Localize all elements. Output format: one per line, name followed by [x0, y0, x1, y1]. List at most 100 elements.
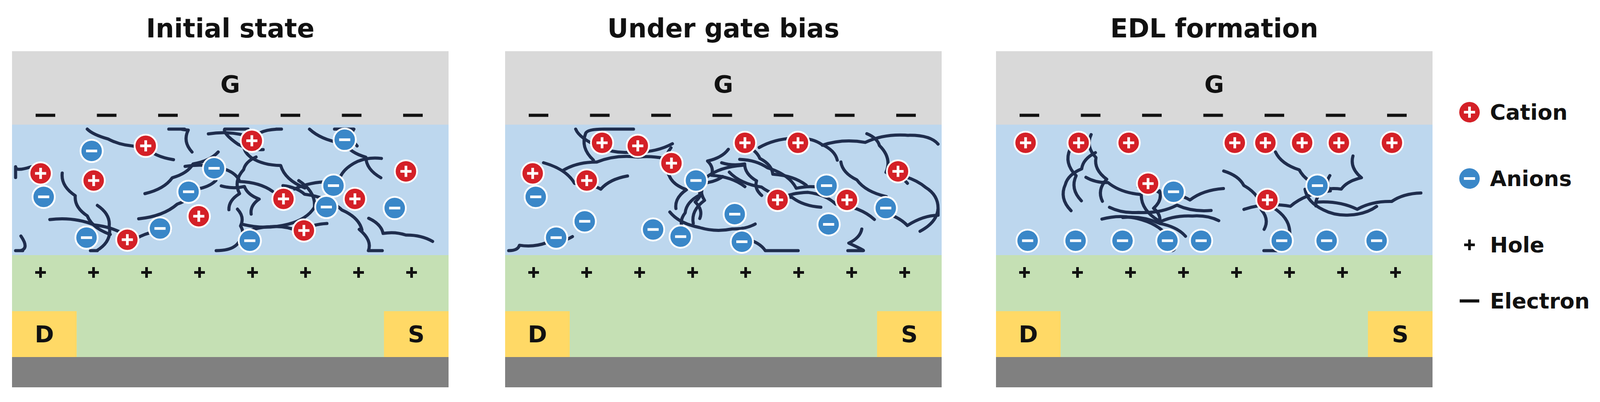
hole-stroke	[304, 267, 307, 278]
electron-stroke	[896, 114, 916, 118]
cation-circle	[1458, 101, 1481, 124]
polymer-chain	[1122, 216, 1220, 224]
anion-circle	[573, 210, 596, 233]
polymer-chain	[368, 218, 433, 242]
label-text: S	[408, 321, 425, 348]
drain-electrode: D	[12, 311, 77, 358]
label-text: S	[1391, 321, 1409, 348]
electron-stroke	[342, 114, 362, 118]
cation-symbol	[766, 188, 789, 212]
polymer-chain	[294, 158, 382, 190]
anion-circle	[177, 180, 200, 204]
minus-stroke	[1195, 239, 1207, 243]
anion-symbol	[1162, 180, 1185, 204]
cation-circle	[1254, 131, 1277, 155]
hole-stroke	[1182, 267, 1185, 278]
cation-symbol	[29, 162, 52, 185]
polymer-chain	[15, 166, 31, 178]
hole-stroke	[1076, 267, 1079, 278]
anion-circle	[1315, 229, 1338, 253]
cation-circle	[1223, 131, 1246, 155]
cation-circle	[1256, 188, 1279, 212]
cation-circle	[591, 131, 614, 155]
polymer-chain	[575, 129, 673, 153]
minus-stroke	[208, 167, 220, 170]
cation-symbol	[394, 160, 417, 183]
electron-stroke	[1326, 114, 1346, 118]
cation-symbol	[1290, 131, 1314, 155]
cation-symbol	[575, 169, 598, 192]
minus-stroke	[823, 223, 835, 226]
cation-circle	[766, 188, 789, 212]
plus-stroke	[743, 137, 747, 149]
anion-symbol	[669, 225, 692, 249]
cation-circle	[1327, 131, 1351, 155]
electron-stroke	[1459, 299, 1480, 303]
anion-circle	[75, 226, 98, 249]
electron-stroke	[1387, 114, 1407, 118]
electron-stroke	[1203, 114, 1224, 118]
drain-electrode: D	[505, 311, 570, 358]
hole-stroke	[1235, 267, 1238, 278]
cation-symbol	[82, 169, 105, 192]
anion-circle	[684, 169, 707, 192]
hole-stroke	[198, 267, 201, 278]
anion-circle	[874, 196, 898, 220]
label-text: D	[34, 321, 54, 348]
plus-stroke	[585, 175, 588, 187]
cation-circle	[1290, 131, 1314, 155]
polymer-chain	[168, 129, 192, 153]
legend-text: Hole	[1489, 232, 1545, 258]
anion-circle	[1156, 229, 1179, 253]
anion-symbol	[730, 230, 754, 254]
anion-circle	[238, 229, 262, 253]
anion-symbol	[75, 226, 98, 249]
plus-stroke	[1265, 194, 1269, 206]
label-text: S	[901, 321, 918, 348]
plus-stroke	[1127, 137, 1131, 149]
cation-circle	[187, 205, 210, 228]
label-text: D	[527, 321, 547, 348]
cation-symbol	[886, 160, 910, 183]
anion-circle	[669, 225, 692, 249]
minus-stroke	[1321, 239, 1333, 243]
panel: EDL formationGDS	[995, 13, 1433, 388]
anion-symbol	[1270, 229, 1293, 253]
plus-stroke	[1233, 137, 1237, 149]
minus-stroke	[1022, 239, 1034, 243]
anion-symbol	[1016, 229, 1039, 253]
cation-circle	[521, 162, 544, 185]
anion-circle	[1365, 229, 1388, 253]
electron-stroke	[590, 114, 610, 118]
anion-symbol	[684, 169, 707, 192]
minus-stroke	[154, 227, 166, 230]
electron-stroke	[773, 114, 794, 118]
polymer-chain	[1109, 205, 1212, 213]
cation-symbol	[1256, 188, 1279, 212]
hole-stroke	[39, 267, 42, 278]
anion-circle	[1306, 174, 1329, 197]
cation-symbol	[1458, 101, 1481, 124]
cation-symbol	[1327, 131, 1351, 155]
source-electrode: S	[877, 311, 942, 358]
anion-circle	[32, 185, 55, 209]
minus-stroke	[38, 195, 50, 199]
anion-circle	[1064, 229, 1087, 253]
electrolyte-layer	[995, 124, 1433, 256]
anion-circle	[1458, 167, 1481, 190]
plus-stroke	[531, 167, 535, 180]
cation-symbol	[626, 134, 649, 158]
hole-stroke	[691, 267, 694, 278]
cation-circle	[116, 228, 139, 251]
anion-symbol	[177, 180, 200, 204]
anion-circle	[383, 196, 406, 220]
minus-stroke	[183, 190, 195, 194]
anion-circle	[524, 185, 547, 209]
electron-stroke	[219, 114, 240, 118]
cation-circle	[835, 188, 858, 212]
gate-electrode: G	[12, 51, 449, 110]
anion-circle	[203, 157, 226, 180]
plus-stroke	[1024, 137, 1027, 149]
electron-stroke	[97, 114, 117, 118]
cation-circle	[1067, 131, 1090, 155]
